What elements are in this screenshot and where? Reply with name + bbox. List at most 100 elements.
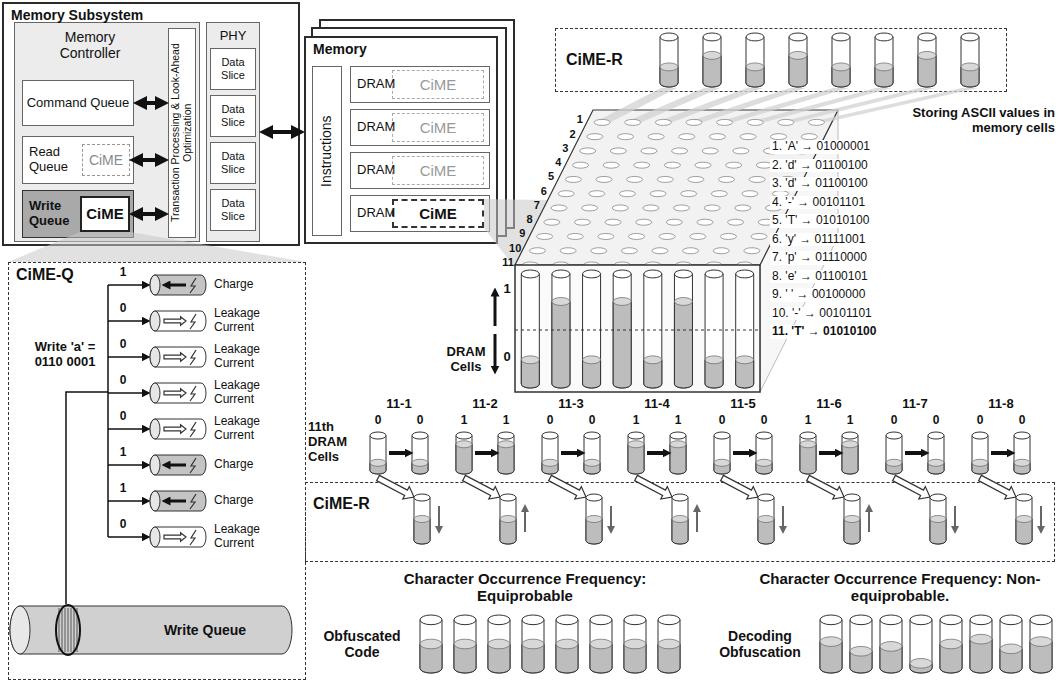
- bit-label: 0: [540, 414, 560, 428]
- cime-r-cell: [1016, 494, 1032, 544]
- cell-top: [456, 432, 472, 439]
- cell-top: [749, 176, 765, 182]
- cell-level: [658, 639, 680, 649]
- cell-level: [488, 639, 510, 649]
- cell-top: [573, 162, 589, 168]
- dram-cell: [628, 432, 644, 474]
- ascii-entry: 8. 'e' → 01100101: [770, 270, 870, 284]
- hollow-arrow: [719, 472, 762, 503]
- cime-box: CiME: [80, 196, 130, 232]
- cell-level: [832, 63, 850, 71]
- cell-top: [627, 176, 643, 182]
- cell-level: [456, 441, 472, 448]
- wire-stripe: [74, 608, 75, 652]
- cell-body: [420, 620, 442, 673]
- cell-top: [598, 233, 614, 239]
- lightning-symbol: [190, 530, 196, 545]
- bit-label: 0: [582, 414, 602, 428]
- memory-box: MemoryInstructionsDRAMCiMEDRAMCiMEDRAMCi…: [304, 36, 498, 244]
- callout-number: 11-4: [627, 397, 687, 412]
- cell-level: [660, 63, 678, 71]
- double-arrow: [140, 101, 162, 105]
- cell-top: [498, 432, 514, 439]
- cell-level: [703, 51, 721, 59]
- bit-label: 0: [410, 414, 430, 428]
- callout-number: 11-8: [971, 397, 1031, 412]
- data-slice-box: Data Slice: [210, 189, 256, 231]
- cell-top: [842, 432, 858, 439]
- cime-r-cell: [844, 494, 860, 544]
- cell-top: [820, 615, 842, 625]
- cell-body: [628, 436, 644, 474]
- node-label: CiME-R: [313, 495, 370, 513]
- cime-r-cell: [500, 494, 516, 544]
- node-label: CiME-R: [566, 51, 623, 69]
- cell-top: [751, 233, 767, 239]
- copy-arrow: [389, 451, 409, 455]
- cell-body: [1014, 436, 1030, 474]
- state-label: Leakage Current: [214, 379, 276, 407]
- cell-body: [746, 37, 764, 87]
- dram-cell: [584, 432, 600, 474]
- cell-top: [658, 615, 680, 625]
- node-label: DRAM: [357, 120, 397, 135]
- dram-cell: [498, 432, 514, 474]
- node-label: Data Slice: [213, 150, 253, 175]
- bit-label: 0: [116, 302, 130, 316]
- cell-level: [970, 634, 992, 644]
- cell-top: [800, 432, 816, 439]
- cell-top: [655, 119, 671, 125]
- cell-top: [690, 233, 706, 239]
- dram-box: DRAMCiME: [350, 152, 490, 189]
- cell-charge: [552, 301, 570, 388]
- cell-body: [1000, 620, 1022, 673]
- cime-r-cell: [414, 494, 430, 544]
- cell-top: [672, 494, 688, 501]
- level-arrow: [1040, 506, 1042, 530]
- bit-wire: [108, 428, 146, 430]
- decoded-cell: [970, 615, 992, 673]
- level-arrow: [524, 508, 526, 532]
- node-label: CiME: [420, 119, 457, 136]
- dram-cell: [714, 432, 730, 474]
- dram-cell: [552, 270, 570, 388]
- cell-body: [590, 620, 612, 673]
- cell-top: [972, 432, 988, 439]
- cell-top: [1000, 615, 1022, 625]
- cell-top: [558, 191, 574, 197]
- cell-body: [456, 436, 472, 474]
- cell-top: [591, 248, 607, 254]
- ascii-entry: 1. 'A' → 01000001: [770, 140, 872, 154]
- obfuscated-cell: [590, 615, 612, 673]
- cell-level: [500, 515, 516, 522]
- hollow-arrow: [547, 472, 590, 503]
- callout-number: 11: [500, 256, 516, 269]
- decoded-cell: [880, 615, 902, 673]
- cell-capacitor: [150, 455, 206, 475]
- instructions-box: Instructions: [312, 66, 342, 236]
- node-label: Data Slice: [213, 197, 253, 222]
- bit-label: 0: [116, 374, 130, 388]
- wire-stripe: [71, 608, 72, 652]
- cell-link-band: [717, 88, 849, 122]
- node-label: Memory Controller: [45, 29, 135, 61]
- cell-top: [940, 615, 962, 625]
- cell-body: [498, 436, 514, 474]
- obfuscated-cell: [454, 615, 476, 673]
- callout-number: 8: [522, 213, 538, 226]
- cell-level: [928, 459, 944, 466]
- cell-level: [644, 356, 662, 364]
- cell-body: [583, 274, 601, 388]
- row-label: Obfuscated Code: [312, 628, 412, 660]
- cell-level: [820, 637, 842, 647]
- state-label: Leakage Current: [214, 415, 276, 443]
- cell-top: [733, 148, 749, 154]
- cell-level: [370, 459, 386, 466]
- cell-body: [542, 436, 558, 474]
- obfuscated-cell: [420, 615, 442, 673]
- ascii-entry: 6. 'y' → 01111001: [770, 233, 867, 247]
- cell-charge: [613, 301, 631, 388]
- cell-top: [789, 33, 807, 41]
- cell-top: [756, 432, 772, 439]
